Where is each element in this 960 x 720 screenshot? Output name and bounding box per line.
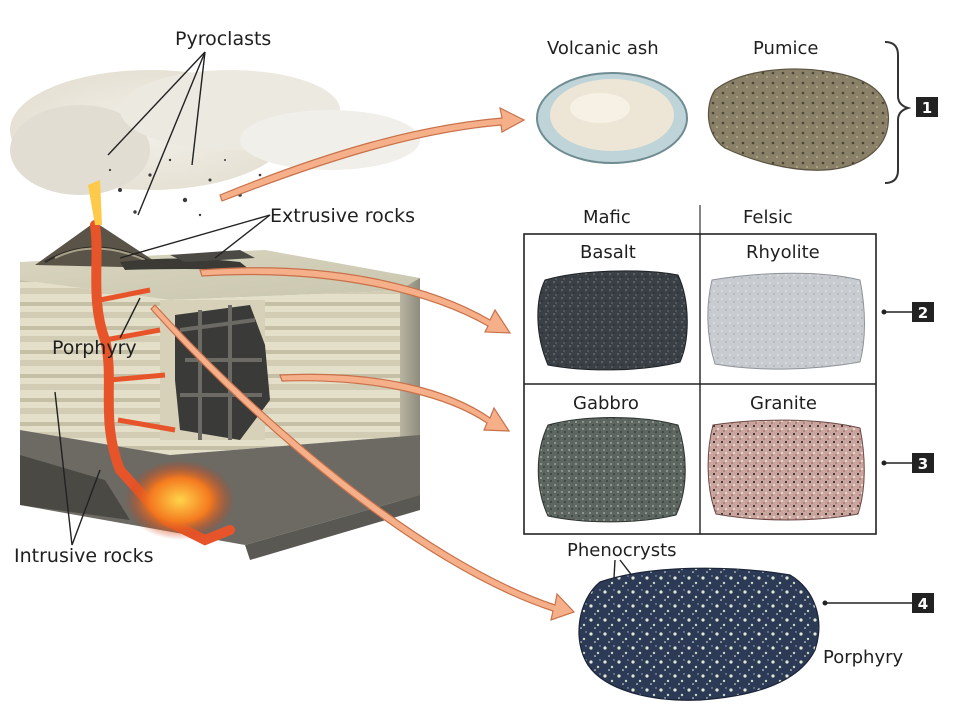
magma-chamber <box>125 460 235 540</box>
label-pumice: Pumice <box>753 38 818 59</box>
volcanic-ash-sample <box>536 72 688 164</box>
label-gabbro: Gabbro <box>573 393 639 414</box>
badge-4-connector <box>822 600 912 606</box>
pumice-sample <box>707 68 890 171</box>
badge-2-connector <box>881 309 912 315</box>
label-volcanic-ash: Volcanic ash <box>547 38 659 59</box>
geology-block <box>10 70 420 560</box>
svg-text:1: 1 <box>922 99 932 117</box>
badge-3-connector <box>881 460 912 466</box>
label-extrusive-rocks: Extrusive rocks <box>270 205 415 227</box>
label-felsic: Felsic <box>743 207 793 228</box>
label-basalt: Basalt <box>580 242 636 263</box>
flow-arrows <box>150 106 576 621</box>
label-rhyolite: Rhyolite <box>746 242 820 263</box>
granite-sample <box>707 419 865 521</box>
badge-3: 3 <box>912 453 934 473</box>
label-porphyry-diagram: Porphyry <box>52 337 137 359</box>
rhyolite-sample <box>707 272 865 370</box>
label-porphyry-sample: Porphyry <box>823 647 904 668</box>
label-mafic: Mafic <box>583 207 631 228</box>
basalt-sample <box>537 270 688 371</box>
label-phenocrysts: Phenocrysts <box>567 540 677 561</box>
badge-4: 4 <box>912 593 934 613</box>
label-granite: Granite <box>750 393 817 414</box>
gabbro-sample <box>537 417 686 523</box>
svg-text:3: 3 <box>918 455 928 473</box>
label-pyroclasts: Pyroclasts <box>175 28 271 50</box>
porphyry-sample <box>578 567 820 701</box>
svg-text:4: 4 <box>918 595 928 613</box>
group-1-brace <box>884 41 912 184</box>
svg-text:2: 2 <box>918 304 928 322</box>
ash-cloud <box>10 70 420 195</box>
label-intrusive-rocks: Intrusive rocks <box>14 545 153 567</box>
badge-2: 2 <box>912 302 934 322</box>
badge-1: 1 <box>916 97 938 117</box>
magma-conduit <box>90 220 235 546</box>
